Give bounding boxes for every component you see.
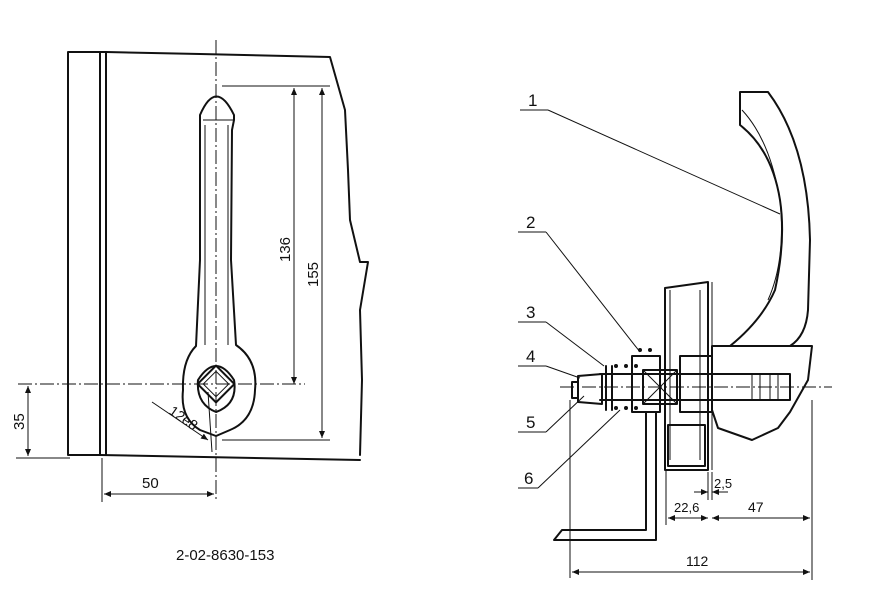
clamp-block-right (679, 355, 713, 413)
dimension-50-label: 50 (142, 475, 159, 492)
bottom-line (99, 454, 361, 461)
base-plate (553, 411, 657, 541)
dimension-155-label: 155 (305, 262, 322, 287)
drawing-number: 2-02-8630-153 (176, 547, 274, 564)
dimension-22-6-label: 22,6 (674, 500, 699, 515)
callout-6: 6 (524, 469, 533, 488)
door-lower-bracket (667, 424, 706, 467)
door-plate (664, 281, 709, 471)
spring-dots (614, 348, 652, 410)
door-frame-outline (67, 51, 107, 456)
clamp-block (631, 355, 661, 413)
dimension-35-label: 35 (11, 413, 28, 430)
washer (605, 365, 613, 411)
handle-inner-line (203, 119, 234, 345)
dimension-2-5-label: 2,5 (714, 476, 732, 491)
handle-outline (181, 95, 257, 437)
dimension-12e8-label: 12e8 (166, 402, 201, 433)
square-socket (196, 364, 236, 404)
callout-2: 2 (526, 213, 535, 232)
door-panel-edge (105, 51, 369, 456)
callout-1: 1 (528, 91, 537, 110)
dimension-47-label: 47 (748, 499, 764, 515)
square-socket-inner (202, 370, 230, 398)
hook-inner-line (741, 109, 782, 301)
callout-3: 3 (526, 303, 535, 322)
hub-section (711, 345, 813, 441)
callout-4: 4 (526, 347, 535, 366)
dimension-112-label: 112 (686, 553, 709, 569)
callout-5: 5 (526, 413, 535, 432)
nut (571, 373, 603, 405)
section-view: 1 2 3 4 5 6 2,5 22,6 47 112 (518, 91, 832, 580)
dimension-136-label: 136 (277, 237, 294, 262)
hook-outline (729, 91, 811, 347)
front-view: 136 155 35 50 12e8 2-02-8630-153 (11, 40, 369, 564)
